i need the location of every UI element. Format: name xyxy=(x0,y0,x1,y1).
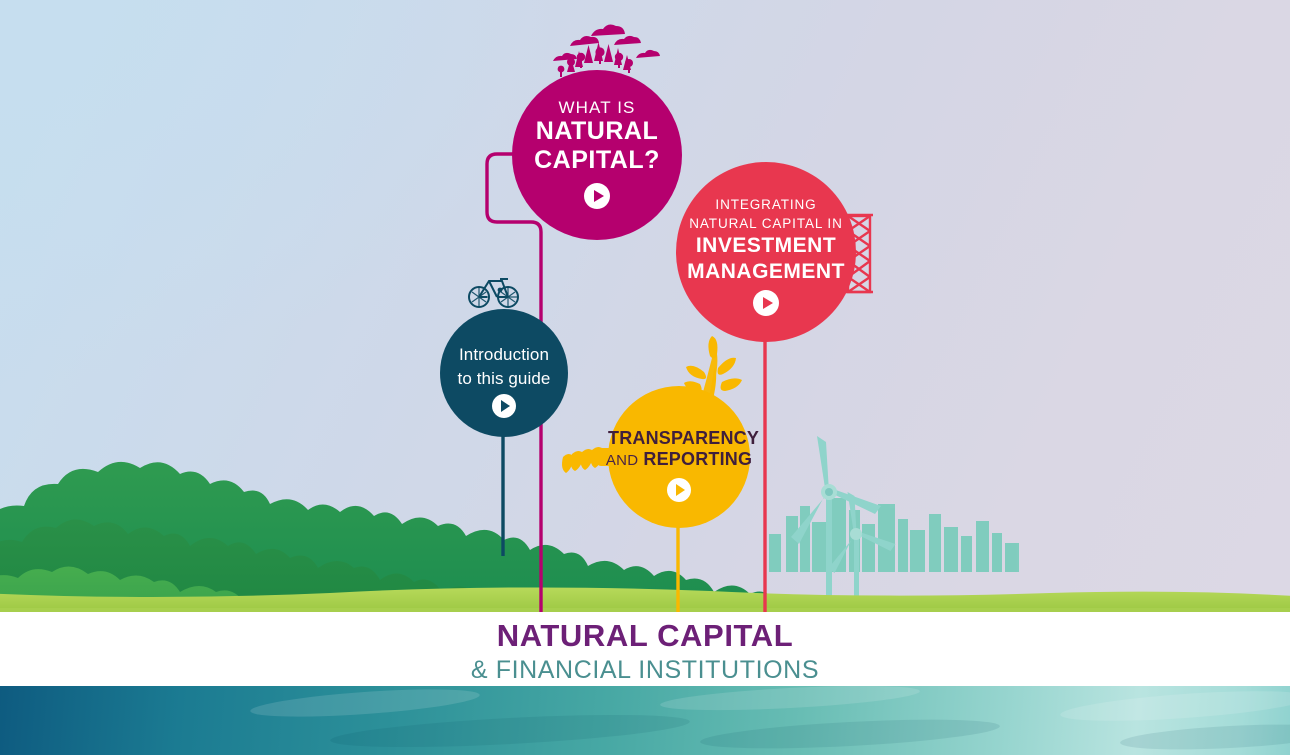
brand-subtitle: & FINANCIAL INSTITUTIONS xyxy=(470,656,820,684)
brand-title: NATURAL CAPITAL & FINANCIAL INSTITUTIONS xyxy=(0,620,1290,683)
node-line-3: INVESTMENT xyxy=(695,234,837,258)
play-button[interactable] xyxy=(753,290,779,316)
node-line-2: AND xyxy=(605,451,639,469)
play-button[interactable] xyxy=(492,394,516,418)
node-line-3: CAPITAL? xyxy=(534,145,660,174)
node-line-2: NATURAL xyxy=(535,117,659,146)
node-line-1: Introduction xyxy=(458,345,550,364)
play-icon xyxy=(500,400,510,412)
node-line-2: NATURAL CAPITAL IN xyxy=(689,215,843,231)
node-label: WHAT IS NATURAL CAPITAL? xyxy=(512,98,682,174)
play-icon xyxy=(762,297,773,309)
water-strip xyxy=(0,686,1290,755)
node-line-1: TRANSPARENCY xyxy=(608,428,760,448)
node-transparency-and-reporting[interactable]: TRANSPARENCY AND REPORTING xyxy=(605,386,760,528)
footer-band xyxy=(0,612,1290,686)
node-label: Introduction to this guide xyxy=(440,343,568,391)
node-line-3: REPORTING xyxy=(643,448,753,469)
node-what-is-natural-capital[interactable]: WHAT IS NATURAL CAPITAL? xyxy=(512,70,682,240)
connector-what-is xyxy=(485,152,543,615)
brand-main-title: NATURAL CAPITAL xyxy=(496,618,794,653)
play-icon xyxy=(675,484,685,496)
node-line-1: WHAT IS xyxy=(558,98,636,117)
node-investment-management[interactable]: INTEGRATING NATURAL CAPITAL IN INVESTMEN… xyxy=(676,162,856,342)
node-line-1: INTEGRATING xyxy=(715,197,817,212)
node-label: INTEGRATING NATURAL CAPITAL IN INVESTMEN… xyxy=(676,196,856,284)
node-line-2: to this guide xyxy=(457,369,551,389)
play-button[interactable] xyxy=(667,478,691,502)
node-introduction-to-this-guide[interactable]: Introduction to this guide xyxy=(440,309,568,437)
node-line-4: MANAGEMENT xyxy=(687,259,845,283)
play-button[interactable] xyxy=(584,183,610,209)
node-label: TRANSPARENCY AND REPORTING xyxy=(605,428,760,469)
play-icon xyxy=(593,190,604,202)
